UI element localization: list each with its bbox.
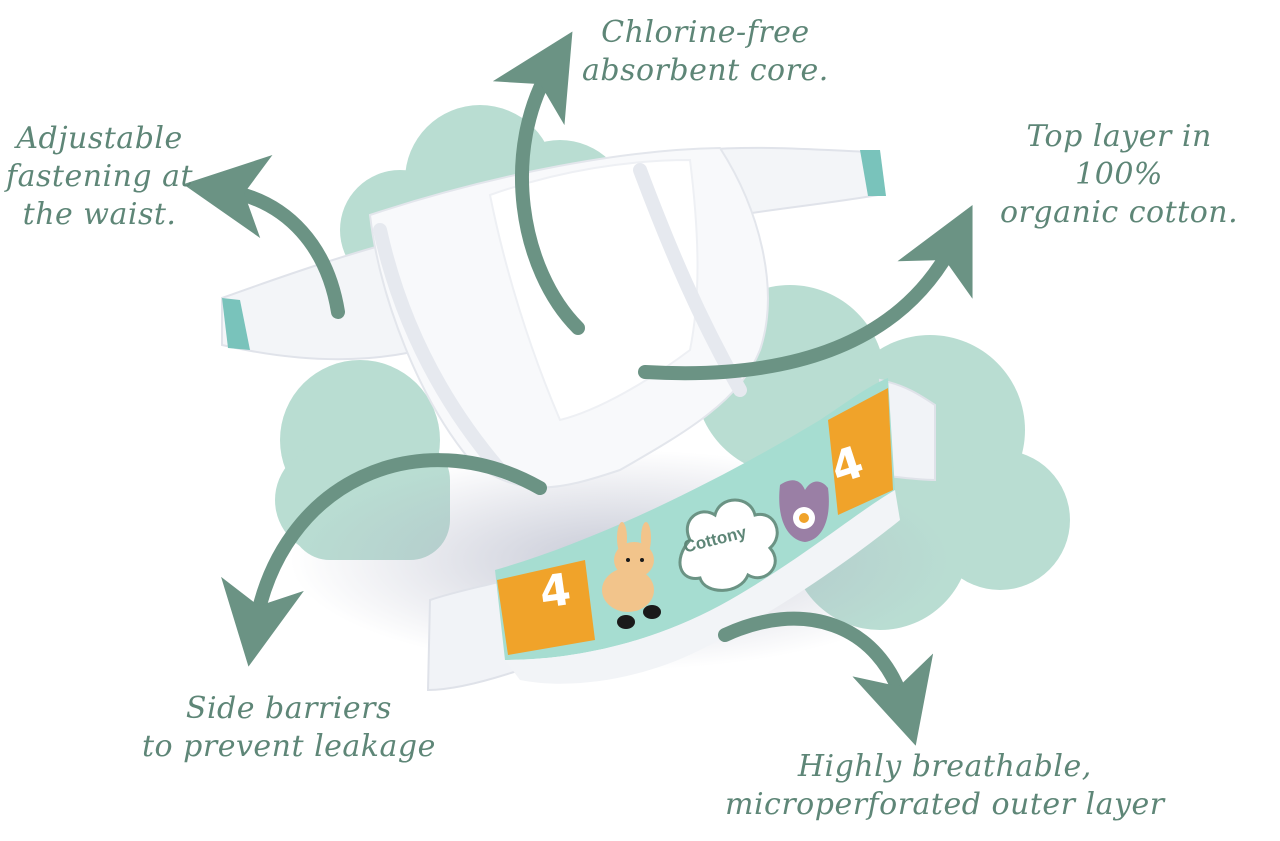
callout-side-barriers: Side barriers to prevent leakage	[142, 690, 436, 766]
arrow-outer	[718, 611, 934, 746]
front-wing-right	[878, 378, 936, 482]
callout-top-layer-line-1: Top layer in	[1026, 119, 1212, 154]
inner-channel	[488, 158, 699, 422]
cotton-cloud-icon	[678, 498, 779, 592]
side-barrier-left	[373, 223, 507, 477]
callout-core-line-1: Chlorine-free	[601, 15, 810, 50]
callout-waist-line-3: the waist.	[22, 197, 177, 232]
callout-outer-line-1: Highly breathable,	[797, 749, 1092, 784]
arrow-waist	[183, 154, 345, 319]
size-tab-right	[828, 388, 893, 515]
arrow-side	[221, 453, 547, 667]
arrow-top-layer	[638, 204, 973, 381]
callout-outer-line-2: microperforated outer layer	[725, 787, 1165, 822]
front-outer-layer	[505, 490, 900, 684]
side-barrier-right	[633, 163, 747, 397]
callout-core-line-2: absorbent core.	[582, 53, 829, 88]
callout-waist-line-2: fastening at	[6, 159, 194, 194]
arrows	[183, 31, 973, 746]
callout-top-layer-line-3: organic cotton.	[1000, 195, 1239, 230]
callout-waist: Adjustable fastening at the waist.	[6, 120, 193, 234]
waist-tab-right	[860, 150, 886, 196]
callout-side-line-2: to prevent leakage	[142, 729, 436, 764]
callout-top-layer-line-2: 100%	[1075, 157, 1163, 192]
callout-outer-layer: Highly breathable, microperforated outer…	[725, 748, 1165, 824]
flower-icon	[793, 507, 815, 529]
size-tab-left	[497, 560, 595, 655]
callout-core: Chlorine-free absorbent core.	[582, 14, 829, 90]
callout-side-line-1: Side barriers	[185, 691, 392, 726]
bunny-icon	[602, 522, 661, 629]
arrow-core	[492, 31, 585, 335]
waist-tab-left	[222, 298, 250, 350]
callout-top-layer: Top layer in 100% organic cotton.	[1000, 118, 1238, 232]
callout-waist-line-1: Adjustable	[16, 121, 183, 156]
